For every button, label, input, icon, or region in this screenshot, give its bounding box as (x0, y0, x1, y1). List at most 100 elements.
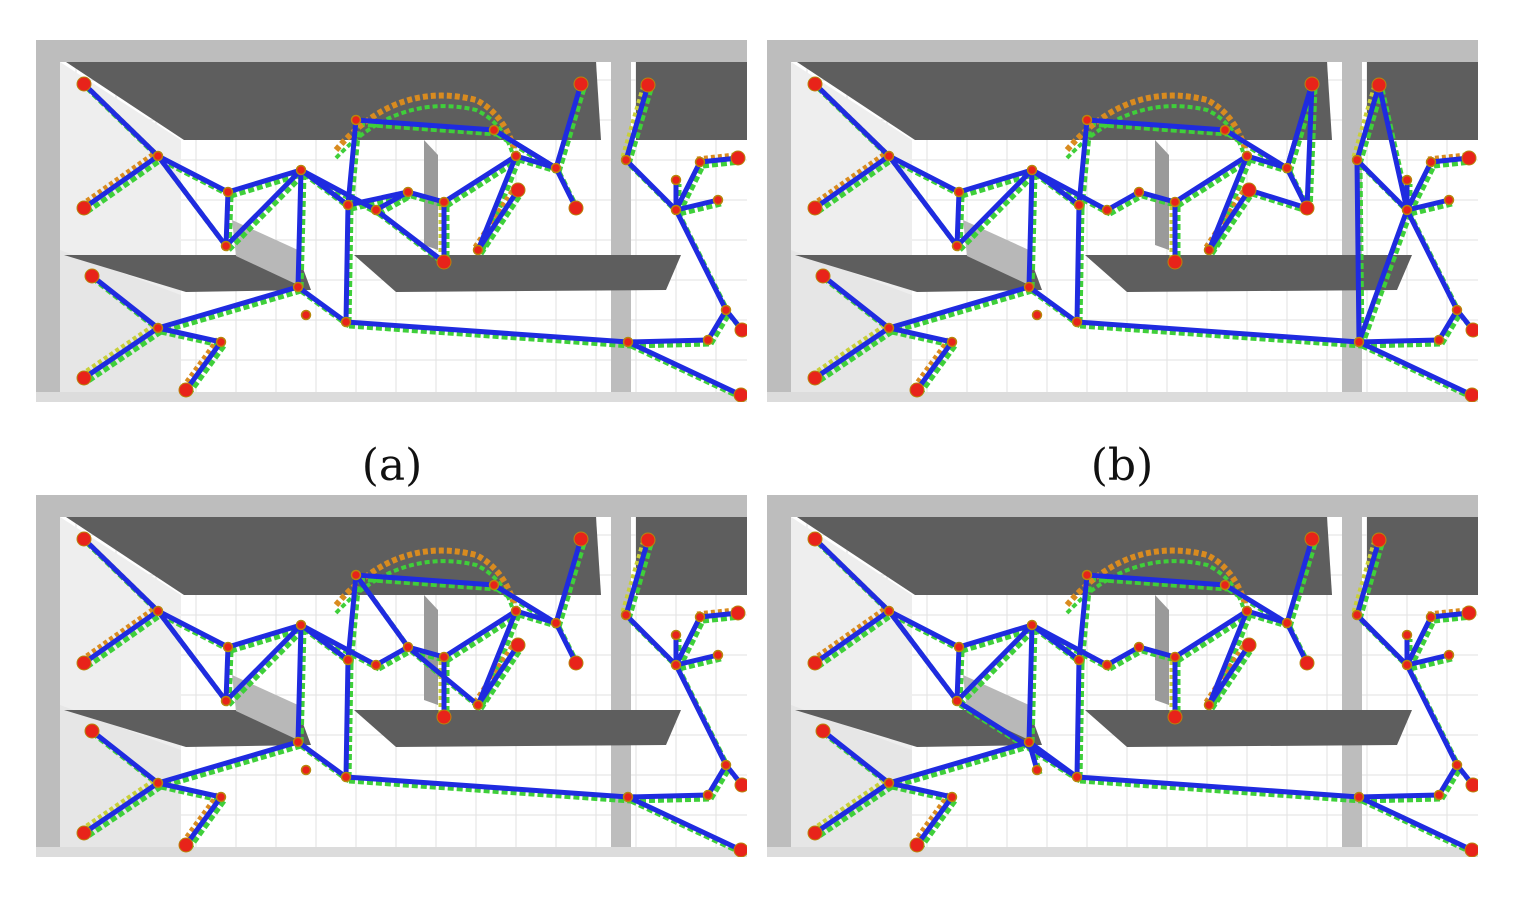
graph-edge (155, 153, 229, 249)
graph-edge (886, 739, 1032, 786)
graph-node (733, 842, 747, 857)
graph-edge (673, 662, 729, 768)
sample-arc-lower (1065, 104, 1245, 160)
graph-map-a (36, 40, 747, 402)
sample-arc-lower (1065, 559, 1245, 615)
graph-edge (914, 339, 955, 393)
trail-segment (816, 612, 894, 670)
graph-edge (1206, 642, 1252, 708)
graph-edge (954, 167, 1035, 249)
trail-segment (816, 329, 894, 385)
trail-segment (1108, 193, 1144, 217)
caption-a: (a) (361, 440, 423, 491)
graph-node (1304, 531, 1320, 547)
graph-node (1071, 316, 1083, 328)
wall-side-lower (60, 250, 181, 396)
graph-edge (954, 622, 1035, 704)
trail-segment (891, 329, 956, 349)
graph-node (953, 186, 965, 198)
graph-map-b (767, 40, 1478, 402)
ramp (232, 220, 298, 285)
graph-node (1219, 579, 1231, 591)
sample-trail (1203, 640, 1249, 704)
graph-node (883, 605, 895, 617)
graph-node (1169, 196, 1181, 208)
graph-node (733, 387, 747, 402)
graph-edge (625, 792, 711, 800)
sample-trail (79, 322, 157, 378)
graph-node (1241, 637, 1257, 653)
graph-node (946, 336, 958, 348)
graph-node (1465, 777, 1478, 793)
trail-segment (1409, 201, 1453, 217)
ramp (963, 675, 1029, 740)
trail-segment (348, 323, 632, 349)
graph-edge (886, 608, 962, 650)
trail-segment (1307, 87, 1318, 213)
trail-segment (630, 341, 712, 349)
graph-node (1465, 322, 1478, 338)
graph-node (370, 204, 382, 216)
trail-segment (1176, 612, 1252, 664)
outer-wall-left (36, 40, 60, 402)
graph-node (702, 334, 714, 346)
graph-edge (1354, 537, 1382, 618)
graph-node (340, 771, 352, 783)
graph-node (340, 316, 352, 328)
graph-node (300, 764, 312, 776)
graph-node (84, 268, 100, 284)
trail-segment (377, 648, 413, 672)
graph-edge (812, 325, 892, 381)
graph-node (670, 659, 682, 671)
trail-segment (186, 344, 227, 396)
graph-edge (673, 652, 721, 668)
trail-segment (346, 663, 354, 782)
graph-edge (475, 642, 521, 708)
graph-edge (89, 728, 161, 786)
graph-edge (1084, 117, 1228, 133)
sample-trail (180, 792, 221, 844)
graph-node (712, 649, 724, 661)
graph-node (1443, 194, 1455, 206)
graph-edge (1074, 774, 1362, 800)
graph-node (640, 77, 656, 93)
graph-node (883, 322, 895, 334)
graph-edge (373, 207, 447, 265)
graph-edge (475, 153, 519, 253)
graph-node (220, 695, 232, 707)
graph-node (883, 150, 895, 162)
graph-node (1167, 709, 1183, 725)
wall-side-lower (60, 705, 181, 851)
graph-edge (954, 189, 962, 249)
graph-node (946, 791, 958, 803)
sample-trail (472, 640, 518, 704)
graph-node (510, 182, 526, 198)
outer-wall-divider (1342, 495, 1362, 857)
graph-edge (625, 339, 744, 398)
trail-segment (85, 784, 163, 840)
graph-edge (225, 167, 304, 195)
graph-node (720, 759, 732, 771)
graph-edge (812, 153, 892, 211)
graph-edge (1222, 582, 1290, 626)
wall-block-middle (1085, 255, 1412, 292)
graph-edge (820, 728, 892, 786)
trail-segment (160, 329, 225, 349)
graph-node (215, 791, 227, 803)
graph-edge (295, 739, 349, 780)
graph-node (215, 336, 227, 348)
graph-node (1433, 789, 1445, 801)
graph-edge (1206, 187, 1252, 253)
graph-edge (673, 614, 703, 668)
panel-b (767, 40, 1478, 402)
sample-trail (911, 337, 952, 389)
graph-edge (345, 189, 411, 208)
graph-node (640, 532, 656, 548)
graph-node (550, 617, 562, 629)
graph-node (620, 609, 632, 621)
graph-edge (625, 794, 744, 853)
sample-trail (1427, 152, 1467, 162)
graph-node (951, 240, 963, 252)
graph-node (295, 164, 307, 176)
graph-edge (1354, 157, 1362, 345)
